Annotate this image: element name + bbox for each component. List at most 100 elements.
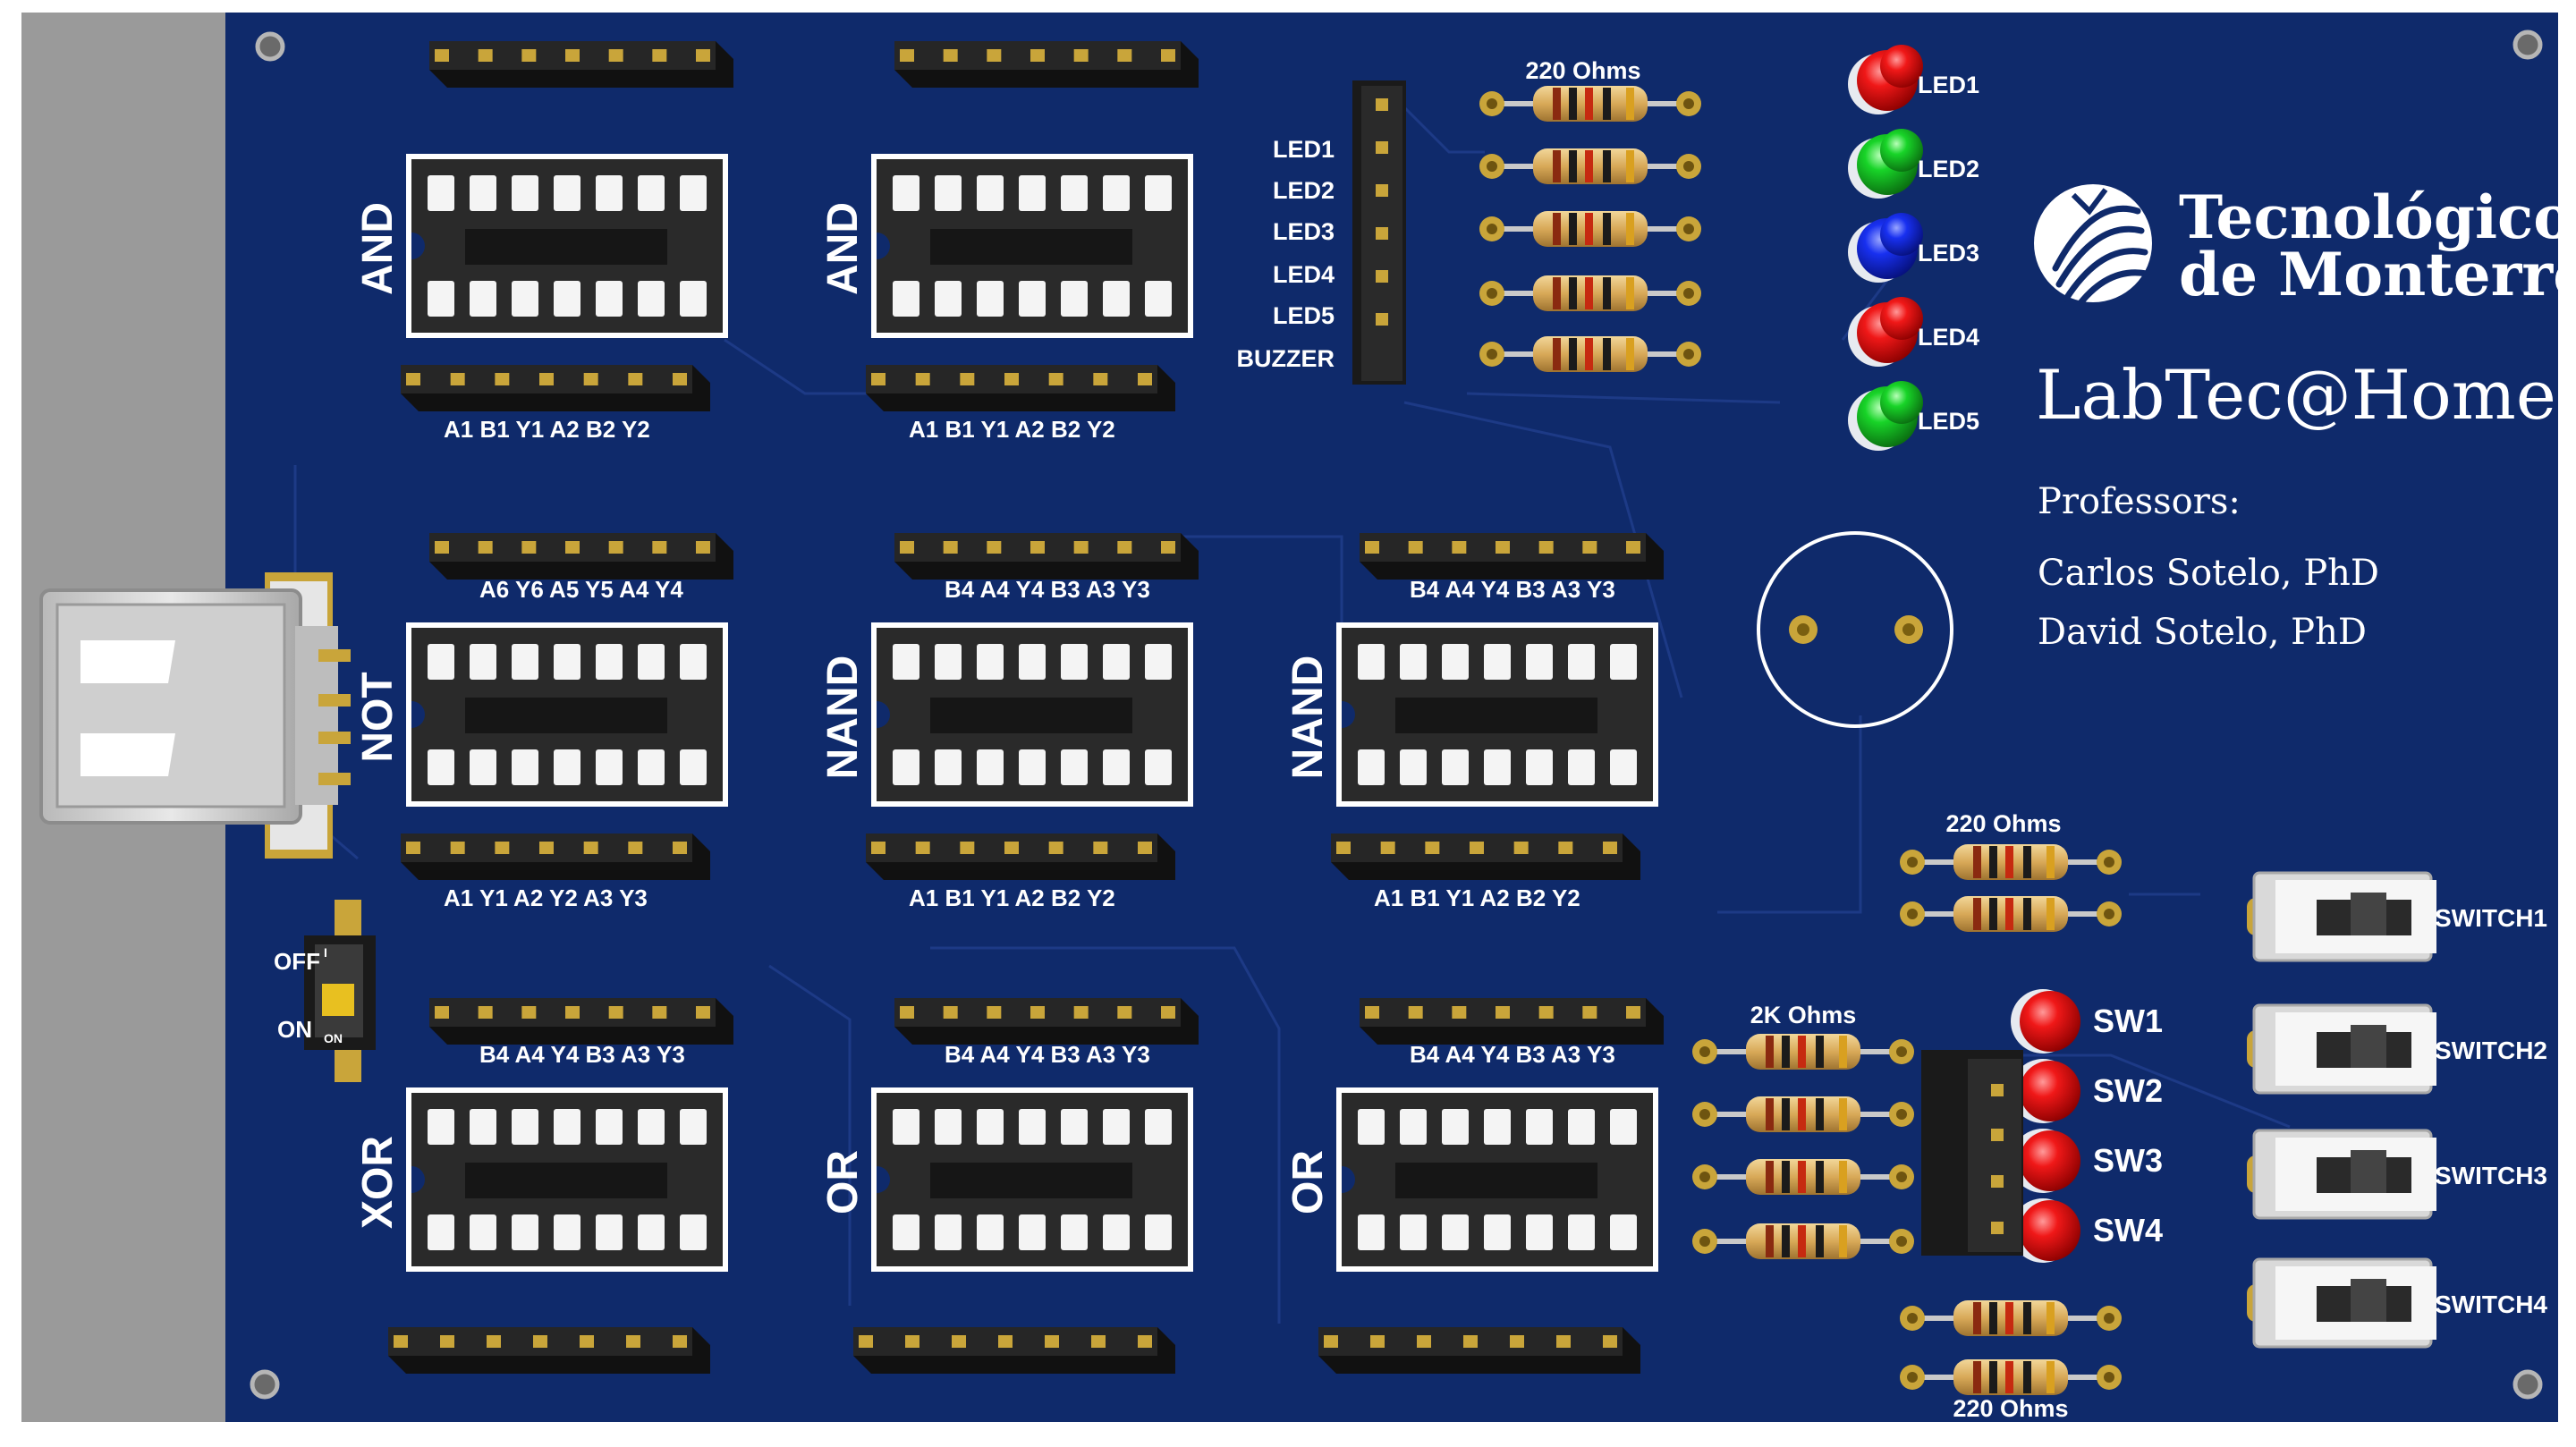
- chip-top-header[interactable]: [429, 533, 733, 580]
- chip-bottom-header[interactable]: [401, 834, 710, 880]
- lab-title: LabTec@Home: [2036, 355, 2556, 435]
- indicator-led: LED3: [1848, 213, 1979, 283]
- header-label-buzzer: BUZZER: [1237, 345, 1335, 372]
- chip-gate-label: NAND: [819, 656, 867, 780]
- switch-indicator-led: SW4: [2011, 1198, 2163, 1263]
- resistor-led: [1479, 275, 1701, 311]
- chip-bottom-header[interactable]: [388, 1327, 710, 1374]
- header-label-led1: LED1: [1273, 136, 1335, 163]
- chip-gate-label: NAND: [1284, 656, 1332, 780]
- ic-chip-group: B4 A4 Y4 B3 A3 Y3 NAND A1 B1 Y1 A2 B2 Y2: [819, 533, 1199, 911]
- led-label: LED1: [1918, 72, 1979, 98]
- chip-gate-label: NOT: [354, 672, 402, 762]
- professor-1: Carlos Sotelo, PhD: [2038, 553, 2379, 594]
- resistor-2k: [1692, 1223, 1914, 1259]
- chip-gate-label: XOR: [354, 1136, 402, 1229]
- switch-input-header[interactable]: [1921, 1050, 2023, 1256]
- ic-socket[interactable]: [1336, 622, 1658, 807]
- sw-label: SW3: [2093, 1142, 2163, 1179]
- chip-top-pin-labels: A6 Y6 A5 Y5 A4 Y4: [479, 576, 683, 603]
- chip-bottom-pin-labels: A1 B1 Y1 A2 B2 Y2: [1374, 884, 1580, 911]
- chip-bottom-header[interactable]: [853, 1327, 1175, 1374]
- chip-gate-label: OR: [1284, 1150, 1332, 1214]
- chip-top-header[interactable]: [1360, 533, 1664, 580]
- chip-bottom-pin-labels: A1 B1 Y1 A2 B2 Y2: [909, 884, 1115, 911]
- resistor-label-switch: 2K Ohms: [1750, 1002, 1857, 1028]
- sw-label: SW4: [2093, 1212, 2163, 1248]
- resistor-led: [1479, 211, 1701, 247]
- resistor-220-bottom: [1900, 1359, 2122, 1395]
- chip-top-header[interactable]: [1360, 998, 1664, 1045]
- header-label-led3: LED3: [1273, 218, 1335, 245]
- chip-top-header[interactable]: [429, 41, 733, 88]
- chip-top-pin-labels: B4 A4 Y4 B3 A3 Y3: [945, 1041, 1150, 1068]
- indicator-led: LED1: [1848, 45, 1979, 114]
- indicator-led: LED5: [1848, 381, 1979, 451]
- power-switch[interactable]: I ON: [304, 900, 376, 1082]
- ic-socket[interactable]: [406, 622, 728, 807]
- ic-socket[interactable]: [871, 1087, 1193, 1272]
- chip-top-header[interactable]: [429, 998, 733, 1045]
- professor-2: David Sotelo, PhD: [2038, 612, 2367, 653]
- ic-socket[interactable]: [1336, 1087, 1658, 1272]
- led-label: LED4: [1918, 324, 1979, 351]
- indicator-led: LED4: [1848, 297, 1979, 367]
- ic-socket[interactable]: [406, 154, 728, 338]
- resistor-led: [1479, 86, 1701, 122]
- resistor-2k: [1692, 1159, 1914, 1195]
- resistor-led: [1479, 336, 1701, 372]
- output-header[interactable]: [1352, 80, 1406, 385]
- sw-label: SW2: [2093, 1072, 2163, 1109]
- switch-indicator-led: SW1: [2011, 989, 2163, 1054]
- resistor-220: [1900, 896, 2122, 932]
- output-header-labels: LED1 LED2 LED3 LED4 LED5 BUZZER: [1237, 136, 1335, 372]
- chip-top-pin-labels: B4 A4 Y4 B3 A3 Y3: [945, 576, 1150, 603]
- usb-a-port-icon: [39, 572, 351, 859]
- resistor-220-bottom: [1900, 1300, 2122, 1336]
- power-off-label: OFF: [274, 948, 320, 975]
- ic-socket[interactable]: [871, 622, 1193, 807]
- resistor-layer: [1479, 86, 2122, 1395]
- slide-switch[interactable]: SWITCH4: [2247, 1257, 2547, 1349]
- switch-label: SWITCH1: [2435, 904, 2547, 932]
- indicator-led: LED2: [1848, 129, 1979, 199]
- chip-gate-label: AND: [819, 202, 867, 295]
- slide-switch[interactable]: SWITCH2: [2247, 1003, 2547, 1095]
- resistor-2k: [1692, 1034, 1914, 1070]
- svg-text:ON: ON: [324, 1031, 343, 1045]
- brand-line-2: de Monterrey: [2179, 240, 2576, 309]
- chip-gate-label: AND: [354, 202, 402, 295]
- header-label-led5: LED5: [1273, 302, 1335, 329]
- chip-bottom-header[interactable]: [866, 834, 1175, 880]
- switch-label: SWITCH2: [2435, 1037, 2547, 1064]
- slide-switch[interactable]: SWITCH3: [2247, 1129, 2547, 1220]
- chip-bottom-header[interactable]: [866, 365, 1175, 411]
- resistor-2k: [1692, 1096, 1914, 1132]
- ic-socket[interactable]: [406, 1087, 728, 1272]
- buzzer-outline-icon: [1757, 531, 1953, 728]
- chip-bottom-header[interactable]: [401, 365, 710, 411]
- switch-indicator-led: SW3: [2011, 1129, 2163, 1193]
- chip-bottom-pin-labels: A1 B1 Y1 A2 B2 Y2: [444, 416, 650, 443]
- slide-switch[interactable]: SWITCH1: [2247, 871, 2547, 962]
- chip-top-header[interactable]: [894, 533, 1199, 580]
- switch-label: SWITCH3: [2435, 1162, 2547, 1189]
- chip-bottom-pin-labels: A1 Y1 A2 Y2 A3 Y3: [444, 884, 648, 911]
- header-label-led2: LED2: [1273, 177, 1335, 204]
- led-label: LED2: [1918, 156, 1979, 182]
- chip-bottom-header[interactable]: [1318, 1327, 1640, 1374]
- pcb-traces: [293, 97, 2291, 1324]
- chip-top-pin-labels: B4 A4 Y4 B3 A3 Y3: [1410, 576, 1615, 603]
- professors-heading: Professors:: [2038, 481, 2241, 522]
- header-label-led4: LED4: [1273, 261, 1335, 288]
- chip-top-header[interactable]: [894, 41, 1199, 88]
- chip-bottom-header[interactable]: [1331, 834, 1640, 880]
- ic-socket[interactable]: [871, 154, 1193, 338]
- chip-top-header[interactable]: [894, 998, 1199, 1045]
